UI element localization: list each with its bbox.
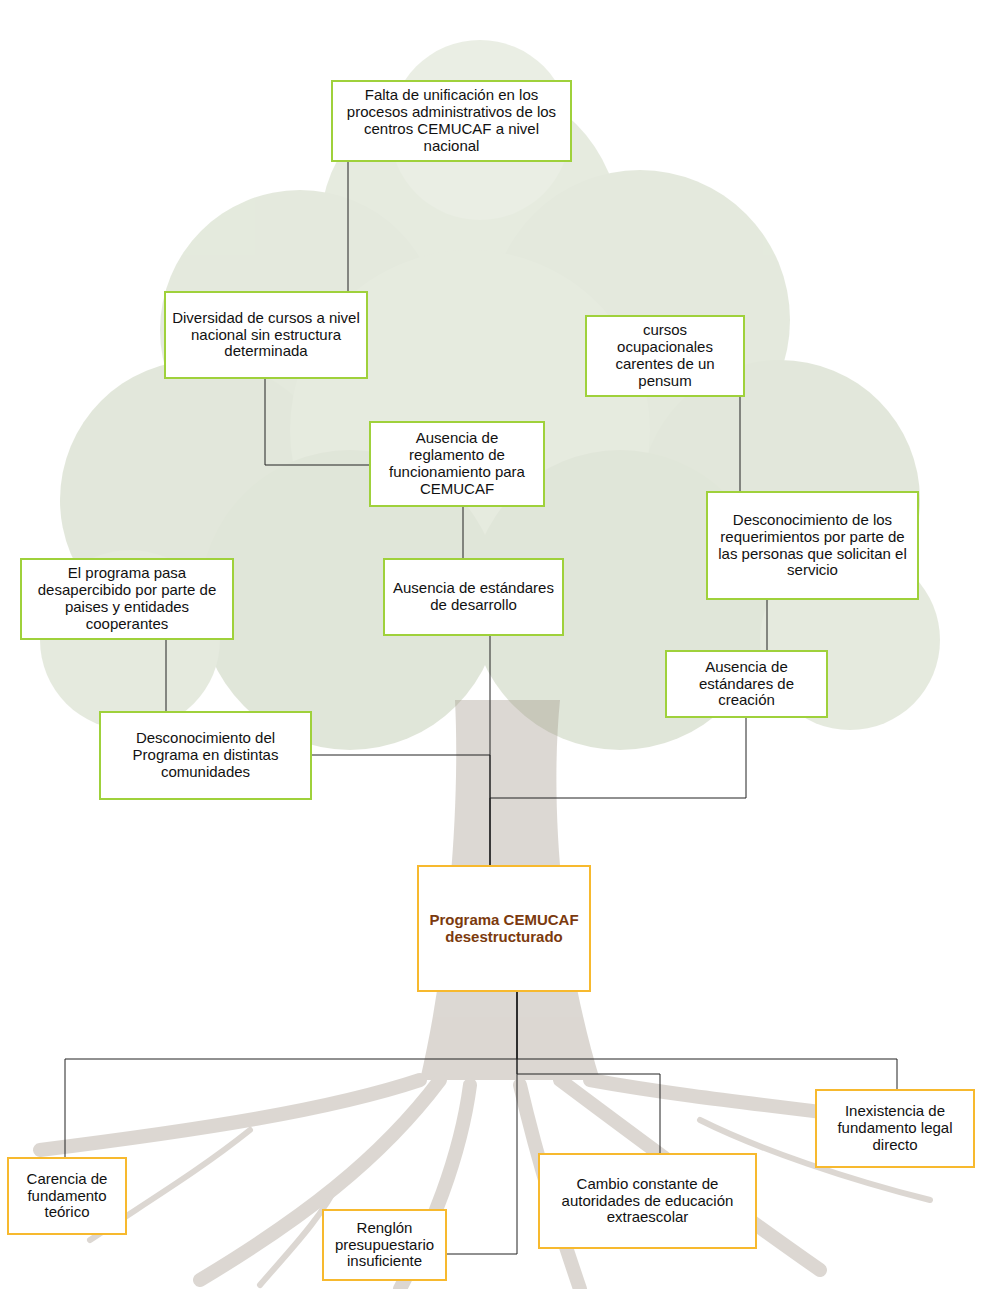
- effect-box: Ausencia de reglamento de funcionamiento…: [369, 421, 545, 507]
- node-text: Cambio constante de autoridades de educa…: [546, 1176, 749, 1227]
- node-text: Ausencia de estándares de creación: [673, 659, 820, 710]
- core-problem-box: Programa CEMUCAF desestructurado: [417, 865, 591, 992]
- node-text: Renglón presupuestario insuficiente: [330, 1220, 439, 1271]
- effect-box: Desconocimiento de los requerimientos po…: [706, 491, 919, 600]
- node-text: Falta de unificación en los procesos adm…: [339, 87, 564, 155]
- tree-connector: [463, 507, 464, 558]
- tree-connector: [740, 397, 741, 491]
- effect-box: Desconocimiento del Programa en distinta…: [99, 711, 312, 800]
- node-text: Diversidad de cursos a nivel nacional si…: [172, 310, 360, 361]
- effect-box: Diversidad de cursos a nivel nacional si…: [164, 291, 368, 379]
- node-text: Desconocimiento de los requerimientos po…: [714, 512, 911, 580]
- cause-box: Cambio constante de autoridades de educa…: [538, 1153, 757, 1249]
- tree-connector: [490, 718, 746, 865]
- tree-connector: [312, 755, 490, 865]
- tree-connector: [265, 379, 369, 465]
- effect-box: El programa pasa desapercibido por parte…: [20, 558, 234, 640]
- effect-box: cursos ocupacionales carentes de un pens…: [585, 315, 745, 397]
- tree-connector: [348, 162, 349, 291]
- cause-box: Inexistencia de fundamento legal directo: [815, 1089, 975, 1168]
- node-text: El programa pasa desapercibido por parte…: [28, 565, 226, 633]
- tree-connector: [767, 600, 768, 650]
- node-text: Programa CEMUCAF desestructurado: [425, 912, 583, 946]
- tree-trunk: [40, 700, 960, 1289]
- node-text: Ausencia de reglamento de funcionamiento…: [377, 430, 537, 498]
- cause-box: Carencia de fundamento teórico: [7, 1157, 127, 1235]
- node-text: Inexistencia de fundamento legal directo: [823, 1103, 967, 1154]
- node-text: cursos ocupacionales carentes de un pens…: [593, 322, 737, 390]
- effect-box: Ausencia de estándares de creación: [665, 650, 828, 718]
- cause-box: Renglón presupuestario insuficiente: [322, 1209, 447, 1281]
- node-text: Desconocimiento del Programa en distinta…: [107, 730, 304, 781]
- effect-box: Ausencia de estándares de desarrollo: [383, 558, 564, 636]
- node-text: Carencia de fundamento teórico: [15, 1171, 119, 1222]
- tree-connector: [447, 992, 517, 1254]
- effect-box: Falta de unificación en los procesos adm…: [331, 80, 572, 162]
- node-text: Ausencia de estándares de desarrollo: [391, 580, 556, 614]
- tree-connector: [517, 992, 660, 1153]
- tree-connector: [517, 992, 897, 1089]
- tree-connector: [166, 640, 167, 711]
- tree-connector: [65, 992, 517, 1157]
